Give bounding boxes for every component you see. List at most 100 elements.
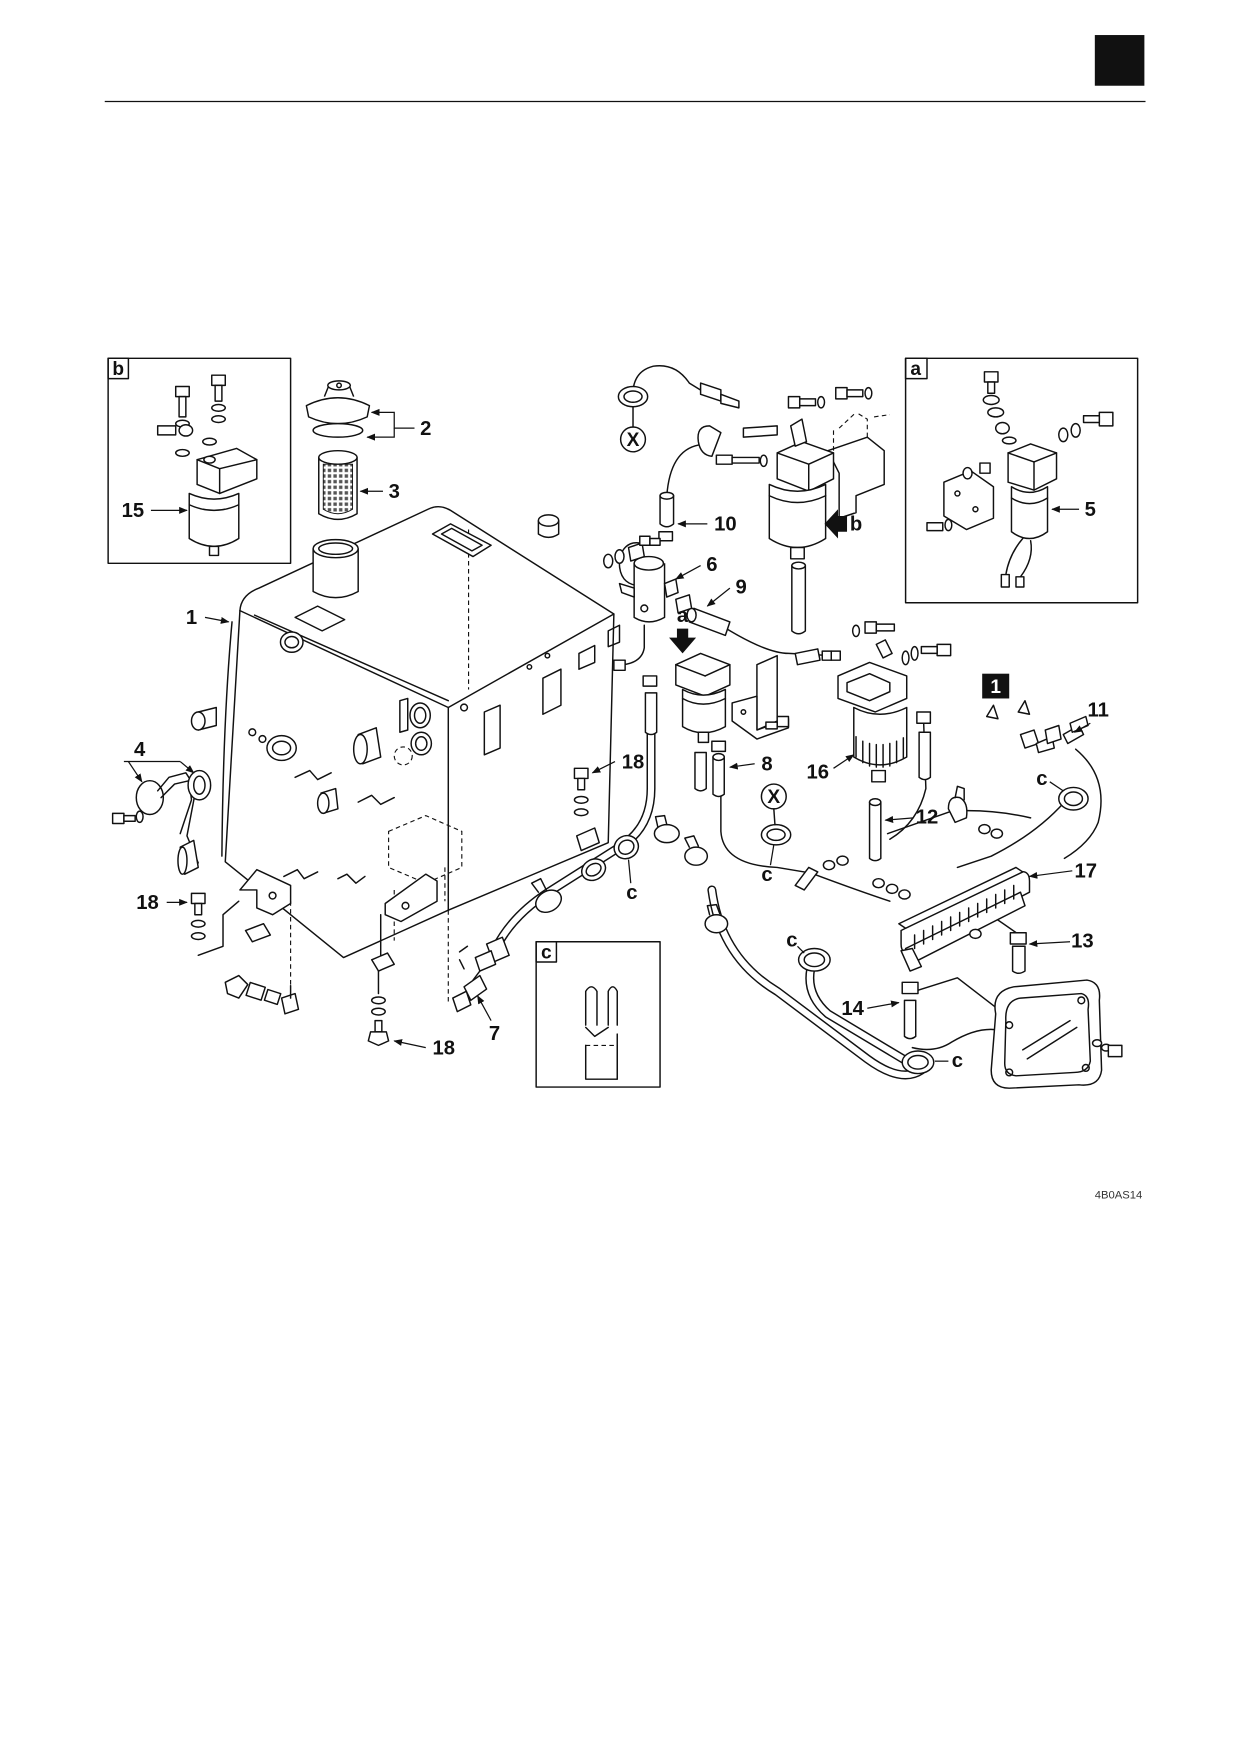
hose-clamp-x-upper <box>617 385 649 408</box>
connection-mark-lower: X <box>760 783 787 810</box>
hidden-break-mark-1 <box>294 769 332 781</box>
side-plug-lower <box>316 787 339 815</box>
line-14-down <box>911 1028 1004 1051</box>
callout-13: 13 <box>1071 930 1094 952</box>
level-gauge-screw <box>111 810 144 825</box>
tank-top-rim <box>253 614 450 702</box>
return-filter-assembly <box>697 382 890 560</box>
mounting-bracket-left <box>239 868 292 916</box>
p-clamp <box>947 785 1004 839</box>
clamp-ref-c-1-leader <box>1049 781 1064 792</box>
line-14-bracket <box>913 977 998 1009</box>
clamp-ref-c-2: c <box>761 864 772 886</box>
hose-clamp-2 <box>580 858 607 882</box>
leader-17 <box>1028 870 1073 879</box>
mounting-bracket-right-hole <box>401 901 410 910</box>
callout-4: 4 <box>134 739 146 761</box>
cooler-mounting-frame <box>990 979 1103 1089</box>
bracket-leader-left <box>197 900 240 957</box>
filler-cap <box>305 380 371 425</box>
tank-top-cover-plate-rear-inner <box>440 527 483 552</box>
inset-c-frame <box>535 941 661 1088</box>
pilot-filter-16 <box>794 621 952 783</box>
connection-mark-lower-text: X <box>767 787 780 808</box>
callout-1: 1 <box>186 607 197 629</box>
inset-b-washer-1 <box>211 403 227 412</box>
oil-cooler-nuts <box>872 877 982 940</box>
inset-b: b 15 <box>107 357 292 565</box>
tube-13 <box>1009 932 1027 975</box>
leader-2 <box>370 408 415 429</box>
view-letter-a: a <box>677 605 689 627</box>
mounting-bracket-left-hole <box>268 891 277 900</box>
leader-7 <box>477 995 492 1021</box>
line-filter16-out <box>889 720 927 840</box>
oil-cooler-top-bar <box>898 866 1024 929</box>
callout-15: 15 <box>122 500 145 522</box>
callout-3: 3 <box>389 481 400 503</box>
side-bracket-strap <box>607 624 621 648</box>
tank-top-face <box>239 505 615 709</box>
drain-line-to-x <box>720 787 891 902</box>
top-plug <box>537 514 560 539</box>
callout-17: 17 <box>1075 861 1098 883</box>
callout-6: 6 <box>706 554 717 576</box>
cooler-frame-bolt <box>1091 1039 1123 1058</box>
callout-5: 5 <box>1085 499 1096 521</box>
tank-top-cover-plate-front <box>294 605 346 632</box>
clamp-ref-c-3: c <box>626 882 637 904</box>
drain-fitting-set <box>224 974 300 1015</box>
clamp-ref-c-3-leader <box>627 859 632 884</box>
inset-b-bolt-left <box>174 385 190 418</box>
note-badge <box>982 673 1010 699</box>
pilot-line-upper <box>632 364 705 401</box>
return-filter-bolts <box>715 386 873 468</box>
hose-clamp-9 <box>1058 786 1089 811</box>
inset-a-sensor-wires <box>1000 537 1032 588</box>
oil-cooler-outlet <box>900 947 923 972</box>
leader-12 <box>884 816 914 823</box>
return-filter-bracket <box>827 436 885 519</box>
side-label-plate <box>542 668 562 715</box>
hose-clamp-8 <box>901 1050 935 1075</box>
hose-9 <box>675 594 731 637</box>
side-hole-1 <box>248 728 257 737</box>
side-bolt-hole-1 <box>526 663 533 670</box>
filter-16-bolts <box>830 621 952 666</box>
inset-a-filter-head <box>1007 443 1058 491</box>
hidden-break-mark-2 <box>357 794 395 806</box>
tube-16-out <box>916 711 932 781</box>
tank-front-face <box>224 609 450 959</box>
tube-8 <box>711 740 727 798</box>
filter-16-ribs <box>855 736 905 768</box>
inset-b-letter: b <box>112 359 124 380</box>
return-filter-head <box>776 418 835 492</box>
return-filter-elbow <box>697 382 778 458</box>
clamp-ref-c-2-leader <box>769 844 775 866</box>
side-hole-2 <box>258 734 267 744</box>
leader-4b <box>179 761 195 774</box>
level-gauge-float <box>177 839 199 875</box>
view-arrow-b <box>824 509 848 539</box>
inset-a-letter: a <box>910 359 921 380</box>
inset-b-filter-head <box>196 447 258 495</box>
clamp-ref-c-4: c <box>786 929 797 951</box>
filler-cap-gasket <box>312 422 364 438</box>
callout-10: 10 <box>714 514 737 536</box>
tank-bolt-left <box>190 892 206 941</box>
hose-fitting-7 <box>452 936 510 1013</box>
inset-b-frame <box>107 357 292 565</box>
tube-filter-in <box>642 675 658 736</box>
inset-c: c <box>535 941 661 1088</box>
hidden-break-mark-4 <box>337 873 366 884</box>
sensor-connector <box>613 659 626 672</box>
oil-cooler-17 <box>872 866 1031 972</box>
valve-6-fittings <box>602 535 661 569</box>
leader-18-top <box>591 760 616 774</box>
inset-b-filter-bowl <box>188 492 240 557</box>
callout-16: 16 <box>806 761 829 783</box>
clamp-ref-c-4-leader <box>797 945 805 954</box>
hidden-port-circle <box>393 746 413 766</box>
inset-b-banjo-fitting <box>156 424 194 437</box>
suction-strainer <box>318 449 358 521</box>
